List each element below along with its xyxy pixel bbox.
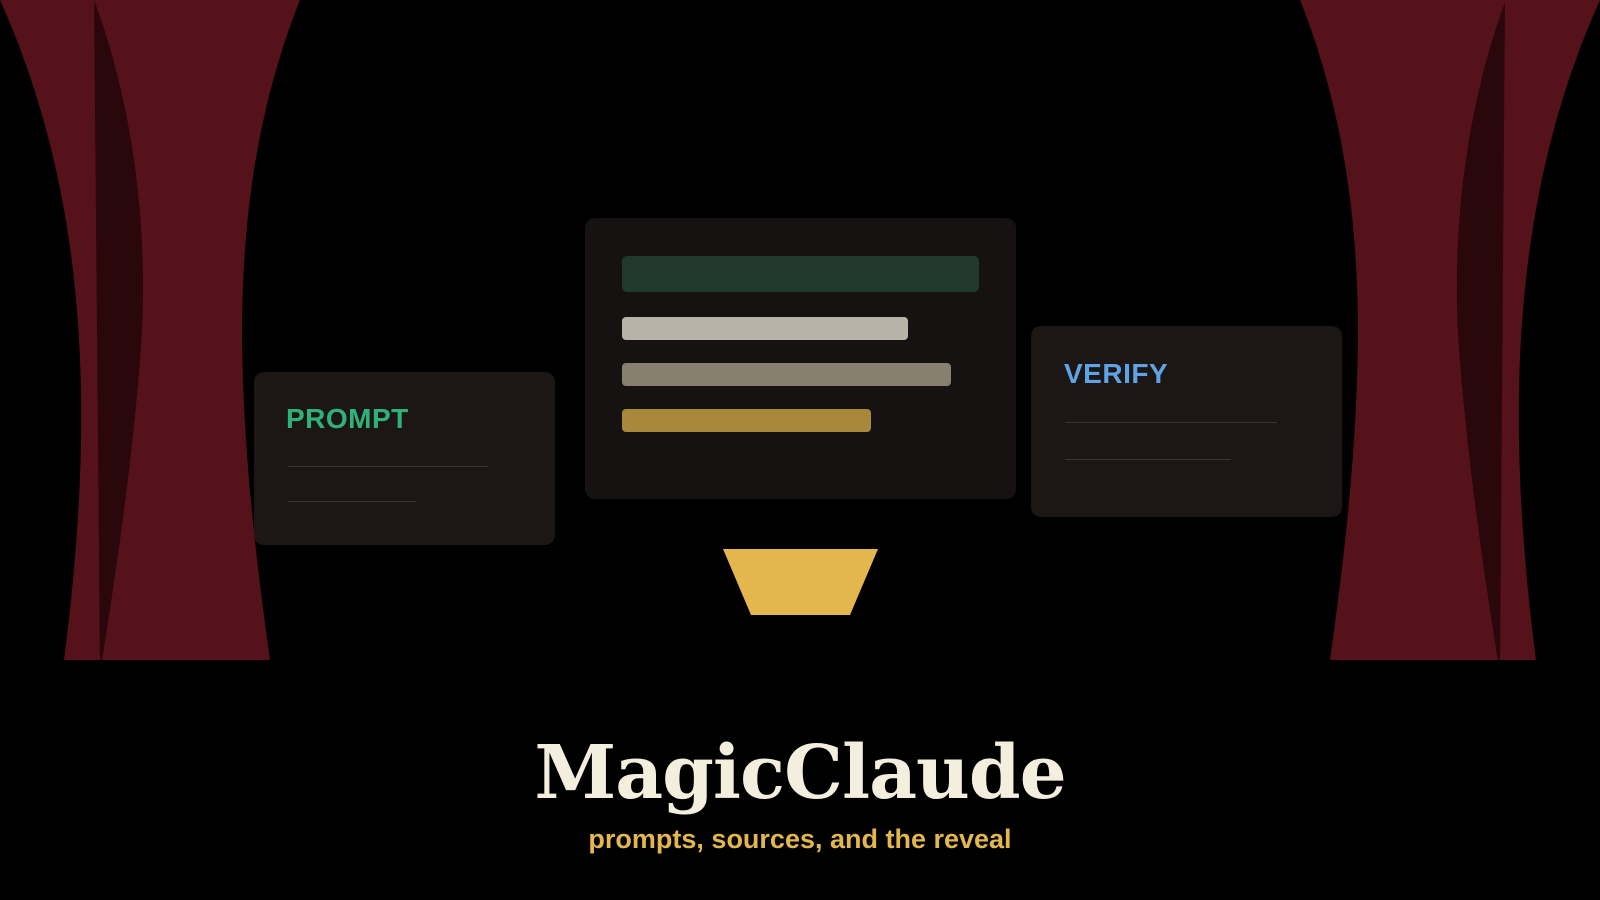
source-highlight-bar: [622, 409, 871, 432]
source-card: [585, 218, 1016, 499]
source-text-bar: [622, 363, 951, 386]
right-curtain-outer: [1500, 0, 1600, 660]
left-curtain-outer: [0, 0, 100, 660]
right-curtain-icon: [1300, 0, 1600, 660]
left-curtain-fold: [94, 0, 143, 660]
prompt-card-rule: [288, 466, 488, 467]
prompt-card-rule: [288, 501, 416, 502]
right-curtain-fold: [1457, 0, 1506, 660]
brand-subtitle: prompts, sources, and the reveal: [588, 824, 1012, 854]
funnel-shape: [723, 549, 878, 615]
brand-title: MagicClaude: [534, 730, 1066, 816]
source-header-bar: [622, 256, 979, 292]
left-curtain-icon: [0, 0, 300, 660]
source-text-bar: [622, 317, 908, 340]
verify-card-rule: [1065, 422, 1277, 423]
funnel-icon: [723, 549, 878, 615]
verify-card-rule: [1065, 459, 1231, 460]
right-curtain-panel: [1300, 0, 1506, 660]
prompt-card: PROMPT: [254, 372, 555, 545]
verify-card: VERIFY: [1031, 326, 1342, 517]
left-curtain-panel: [94, 0, 300, 660]
prompt-card-label: PROMPT: [286, 403, 409, 434]
verify-card-label: VERIFY: [1064, 358, 1169, 389]
